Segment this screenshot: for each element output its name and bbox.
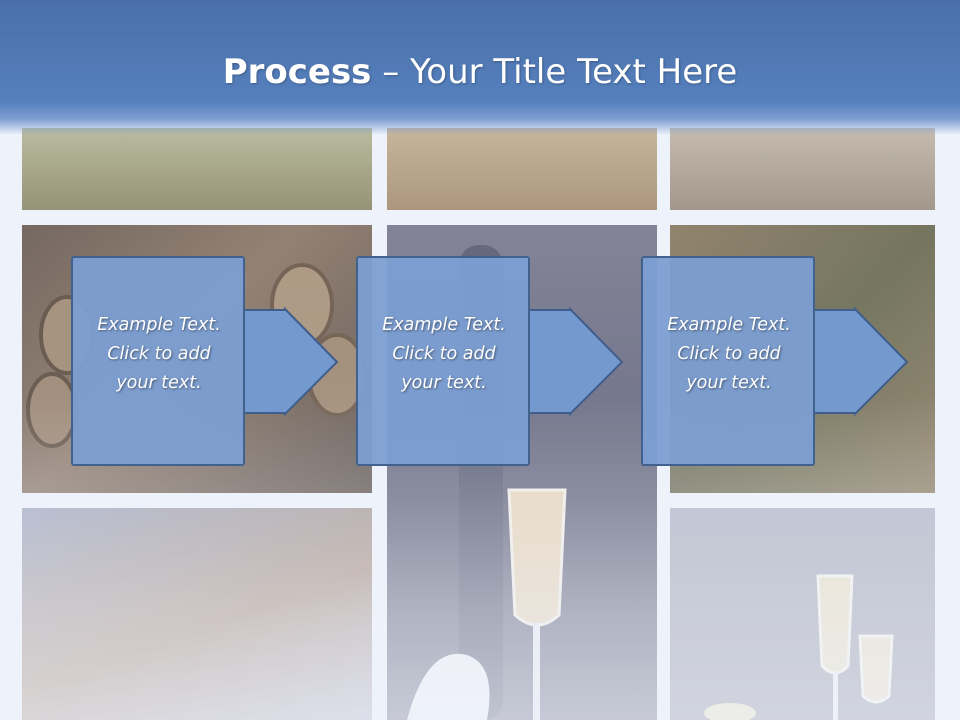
title-banner (0, 0, 960, 135)
process-step-3[interactable]: Example Text. Click to add your text. (641, 256, 912, 467)
title-bold-part: Process (222, 52, 372, 92)
step-box (71, 256, 245, 466)
step-2-text[interactable]: Example Text. Click to add your text. (357, 311, 531, 398)
hillside-vineyard-photo-bottom-left (22, 508, 372, 720)
step-box (356, 256, 530, 466)
step-1-line-3: your text. (116, 373, 202, 393)
step-3-shape (641, 256, 909, 466)
step-3-text[interactable]: Example Text. Click to add your text. (642, 311, 816, 398)
process-step-1[interactable]: Example Text. Click to add your text. (71, 256, 342, 467)
step-2-line-1: Example Text. (382, 315, 506, 335)
champagne-glasses-illustration (704, 574, 894, 720)
step-box (641, 256, 815, 466)
step-2-line-2: Click to add (392, 344, 496, 364)
step-1-line-1: Example Text. (97, 315, 221, 335)
step-3-line-3: your text. (686, 373, 772, 393)
step-3-line-2: Click to add (677, 344, 781, 364)
step-1-text[interactable]: Example Text. Click to add your text. (72, 311, 246, 398)
step-1-shape (71, 256, 339, 466)
vineyard-photo-top-left (22, 128, 372, 210)
right-arrow-icon (813, 306, 909, 417)
step-2-shape (356, 256, 624, 466)
barrel-photo-top-right (670, 128, 935, 210)
process-step-2[interactable]: Example Text. Click to add your text. (356, 256, 627, 467)
step-2-line-3: your text. (401, 373, 487, 393)
grapes-photo-top-center (387, 128, 657, 210)
step-3-line-1: Example Text. (667, 315, 791, 335)
title-regular-part: – Your Title Text Here (371, 52, 738, 92)
cellar-wine-photo-bottom-right (670, 508, 935, 720)
right-arrow-icon (243, 306, 339, 417)
step-1-line-2: Click to add (107, 344, 211, 364)
right-arrow-icon (528, 306, 624, 417)
slide-title[interactable]: Process – Your Title Text Here (0, 52, 960, 92)
